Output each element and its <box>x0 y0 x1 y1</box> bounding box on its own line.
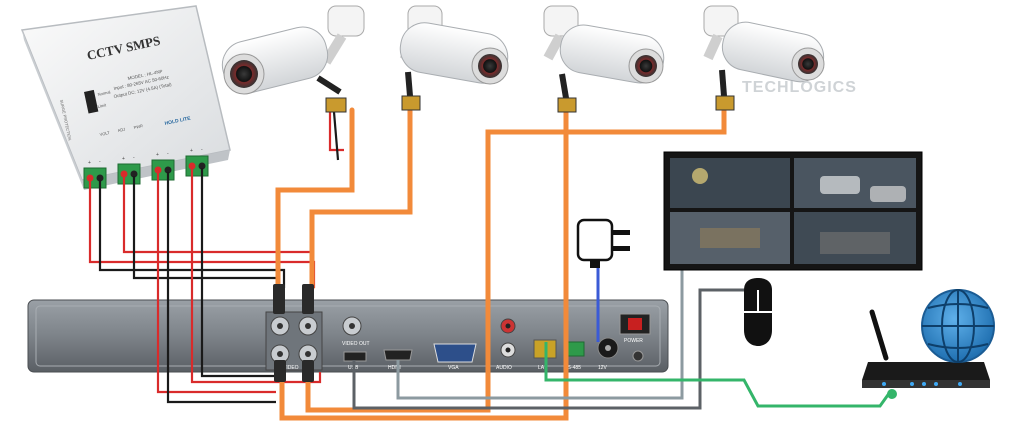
camera-3-connector <box>557 97 577 113</box>
smps-volt-label-2: ADJ <box>117 127 125 133</box>
terminal-mark-4: - <box>133 155 135 161</box>
usb-port <box>343 351 367 362</box>
power-cable-pos-4 <box>190 168 322 384</box>
smps-terminal-4 <box>185 155 209 177</box>
video-in-label: VIDEO <box>283 365 299 371</box>
smps-switch-label-top: Normal <box>97 89 111 97</box>
smps-switch <box>84 89 99 114</box>
camera-4 <box>703 5 825 111</box>
dvr-unit: VIDEO VIDEO OUT USB HDMI VGA AUDIO LAN R… <box>27 299 669 373</box>
smps-terminal-3 <box>151 159 175 181</box>
coax-cable-cam1 <box>275 107 355 291</box>
coax-cable-cam3 <box>279 109 569 421</box>
coax-cables <box>275 107 727 421</box>
bnc-video-in-3 <box>270 344 290 364</box>
rs485-port <box>567 341 585 357</box>
power-in-label: 12V <box>598 365 608 371</box>
monitor <box>663 151 923 271</box>
vga-port <box>433 343 477 363</box>
smps-terminal-2 <box>117 163 141 185</box>
vga-label: VGA <box>448 365 459 371</box>
bnc-video-in-1 <box>270 316 290 336</box>
terminal-mark-8: - <box>201 147 203 153</box>
bnc-plugs <box>273 284 314 382</box>
coax-cable-cam2 <box>309 107 413 291</box>
camera-2 <box>399 5 509 111</box>
audio-in-jack <box>500 318 516 334</box>
router-lan-port <box>887 389 897 399</box>
audio-label: AUDIO <box>496 365 512 371</box>
terminal-mark-5: + <box>156 152 159 158</box>
hdmi-port <box>383 349 413 361</box>
video-out-label: VIDEO OUT <box>342 341 370 347</box>
power-label: POWER <box>624 338 643 344</box>
terminal-mark-1: + <box>88 160 91 166</box>
usb-mouse-cable <box>352 288 744 410</box>
camera-1-connector <box>325 97 347 113</box>
power-cable-neg-3 <box>166 172 276 404</box>
bnc-plug-3 <box>274 360 286 382</box>
mouse <box>744 278 772 346</box>
hdmi-label: HDMI <box>388 365 401 371</box>
bnc-plug-2 <box>302 284 314 314</box>
hdmi-monitor-cable <box>396 268 684 400</box>
camera-4-connector <box>715 95 735 111</box>
cam1-power-tail <box>328 108 344 152</box>
monitor-feed-1 <box>670 158 790 208</box>
coax-cable-cam4 <box>305 107 727 413</box>
smps-terminal-1 <box>83 167 107 189</box>
lan-label: LAN <box>538 365 548 371</box>
audio-out-jack <box>500 342 516 358</box>
terminal-mark-2: - <box>99 159 101 165</box>
smps-volt-label-1: VOLT <box>99 130 111 137</box>
camera-2-connector <box>401 95 421 111</box>
terminal-mark-7: + <box>190 148 193 154</box>
lan-router-cable <box>544 342 892 408</box>
bnc-video-in-2 <box>298 316 318 336</box>
smps-volt-label-3: PWR <box>133 123 143 130</box>
power-cable-pos-3 <box>156 172 276 394</box>
bnc-plug-1 <box>273 284 285 314</box>
power-in-port <box>597 337 619 359</box>
power-cable-neg-4 <box>200 168 286 378</box>
camera-1 <box>221 5 365 113</box>
terminal-mark-3: + <box>122 156 125 162</box>
power-cable-neg-2 <box>132 176 280 290</box>
watermark: TECHLOGICS <box>742 79 857 96</box>
bnc-video-out <box>342 316 362 336</box>
cam1-power-tail-neg <box>332 111 340 161</box>
camera-3 <box>543 5 665 113</box>
ground-screw <box>632 350 644 362</box>
rs485-label: RS-485 <box>564 365 581 371</box>
terminal-mark-6: - <box>167 151 169 157</box>
smps-switch-label-bottom: Limit <box>97 102 107 109</box>
bnc-plug-4 <box>302 360 314 382</box>
power-adapter <box>576 218 630 268</box>
internet-globe-icon <box>921 289 995 363</box>
smps-brand: HOLD LITE <box>164 115 192 126</box>
smps-unit: CCTV SMPS MODEL : HL-4NP Input : 80-265V… <box>20 5 231 190</box>
power-switch-rocker <box>628 318 642 330</box>
